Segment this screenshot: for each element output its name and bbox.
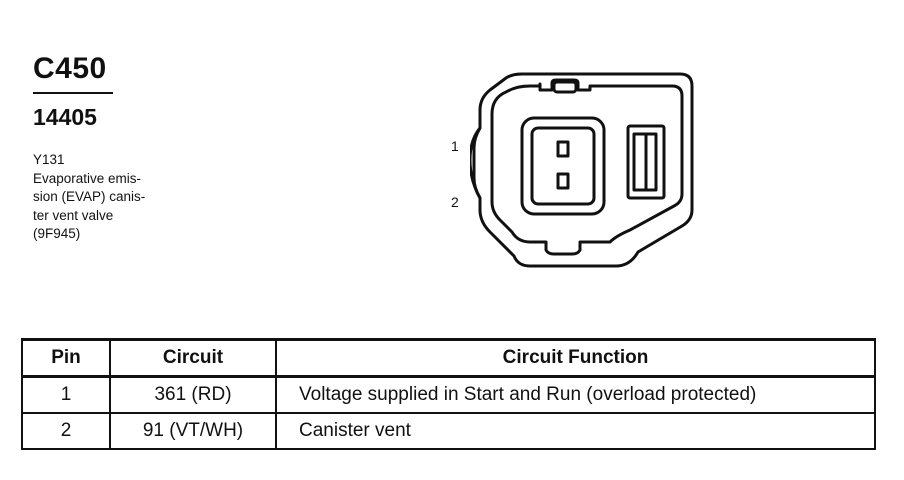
connector-face-diagram bbox=[470, 72, 694, 268]
harness-number: 14405 bbox=[33, 104, 97, 130]
circuit-function-cell: Canister vent bbox=[275, 412, 876, 450]
column-header-pin: Pin bbox=[21, 338, 111, 378]
pin-1-label: 1 bbox=[451, 138, 459, 154]
title-divider bbox=[33, 92, 113, 94]
component-line: Y131 bbox=[33, 152, 65, 167]
circuit-function-cell: Voltage supplied in Start and Run (overl… bbox=[275, 375, 876, 414]
component-description: Y131 Evaporative emis- sion (EVAP) canis… bbox=[33, 151, 183, 244]
pin-2-cavity bbox=[556, 172, 570, 190]
pin-cell: 2 bbox=[21, 412, 111, 450]
connector-inner-cavity bbox=[490, 78, 684, 256]
locking-latch-outer bbox=[626, 124, 666, 200]
pin-2-label: 2 bbox=[451, 194, 459, 210]
table-row: 2 91 (VT/WH) Canister vent bbox=[21, 412, 876, 450]
pin-circuit-table: Pin Circuit Circuit Function 1 361 (RD) … bbox=[21, 338, 876, 450]
component-line: sion (EVAP) canis- bbox=[33, 189, 146, 204]
terminal-block-inner bbox=[530, 126, 596, 206]
column-header-circuit-function: Circuit Function bbox=[275, 338, 876, 378]
component-line: (9F945) bbox=[33, 226, 81, 241]
connector-id: C450 bbox=[33, 52, 107, 85]
pin-1-cavity bbox=[556, 140, 570, 158]
table-row: 1 361 (RD) Voltage supplied in Start and… bbox=[21, 375, 876, 414]
column-header-circuit: Circuit bbox=[109, 338, 277, 378]
terminal-block-outer bbox=[520, 116, 606, 216]
top-latch-tab bbox=[552, 80, 578, 94]
left-side-bump bbox=[470, 127, 482, 199]
component-line: Evaporative emis- bbox=[33, 170, 142, 186]
table-header-row: Pin Circuit Circuit Function bbox=[21, 338, 876, 378]
pin-cell: 1 bbox=[21, 375, 111, 414]
connector-housing-outline bbox=[472, 72, 694, 268]
circuit-cell: 91 (VT/WH) bbox=[109, 412, 277, 450]
component-line: ter vent valve bbox=[33, 207, 114, 223]
circuit-cell: 361 (RD) bbox=[109, 375, 277, 414]
